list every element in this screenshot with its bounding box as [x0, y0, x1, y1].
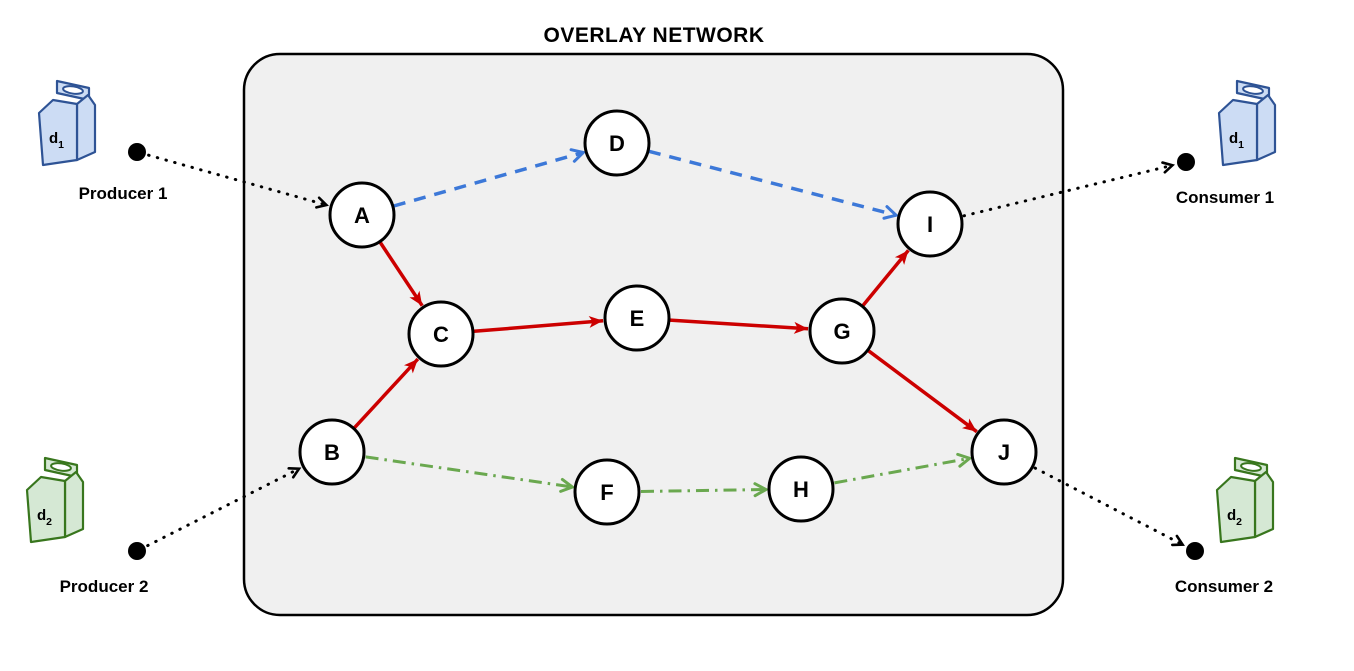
node-F: F — [573, 458, 641, 526]
carton-side-face — [63, 470, 85, 539]
producer2-carton-icon: d2 — [25, 456, 85, 544]
consumer1-label: Consumer 1 — [1176, 188, 1274, 207]
edge-B-F — [365, 455, 576, 493]
consumer2-label: Consumer 2 — [1175, 577, 1273, 596]
node-J-circle — [970, 418, 1038, 486]
node-E-circle — [603, 284, 671, 352]
node-F-label: F — [600, 480, 613, 505]
node-A: A — [328, 181, 396, 249]
p2-stream-dot — [128, 542, 146, 560]
carton-side-face — [1253, 470, 1275, 539]
node-H-label: H — [793, 477, 809, 502]
node-G: G — [808, 297, 876, 365]
node-C: C — [407, 300, 475, 368]
edge-D-I — [648, 149, 900, 220]
consumer1-data-label: d1 — [1229, 130, 1244, 151]
node-H: H — [767, 455, 835, 523]
node-G-circle — [808, 297, 876, 365]
edge-B-C — [353, 357, 420, 429]
node-I-label: I — [927, 212, 933, 237]
edge-G-I — [861, 249, 910, 307]
node-F-circle — [573, 458, 641, 526]
carton-front-face — [1217, 98, 1259, 167]
nodes-layer: A B C D E F G H I J — [298, 109, 1038, 526]
edge-p1-A — [147, 153, 329, 209]
edge-J-c2 — [1033, 466, 1185, 547]
carton-front-face — [25, 475, 67, 544]
node-A-circle — [328, 181, 396, 249]
node-D: D — [583, 109, 651, 177]
edge-C-E — [473, 315, 604, 334]
stream-endpoint-dots — [128, 143, 1204, 560]
edge-I-c1 — [962, 161, 1176, 218]
diagram-title: OVERLAY NETWORK — [543, 24, 764, 47]
node-D-circle — [583, 109, 651, 177]
consumer1-carton-icon: d1 — [1217, 79, 1277, 167]
carton-front-face — [1215, 475, 1257, 544]
producer1-carton-icon: d1 — [37, 79, 97, 167]
carton-handle-hole — [1242, 85, 1264, 95]
carton-front-face — [37, 98, 79, 167]
node-J: J — [970, 418, 1038, 486]
c1-stream-dot — [1177, 153, 1195, 171]
edge-p2-B — [146, 467, 302, 548]
node-E-label: E — [630, 306, 645, 331]
producer1-label: Producer 1 — [79, 184, 168, 203]
consumer2-data-label: d2 — [1227, 507, 1242, 528]
carton-handle-hole — [1240, 462, 1262, 472]
node-A-label: A — [354, 203, 370, 228]
node-D-label: D — [609, 131, 625, 156]
node-B-label: B — [324, 440, 340, 465]
node-E: E — [603, 284, 671, 352]
carton-handle-hole — [50, 462, 72, 472]
producer2-data-label: d2 — [37, 507, 52, 528]
edges-layer — [146, 148, 1185, 548]
carton-side-face — [1255, 93, 1277, 162]
consumer2-carton-icon: d2 — [1215, 456, 1275, 544]
node-C-label: C — [433, 322, 449, 347]
edge-A-C — [378, 241, 424, 307]
node-C-circle — [407, 300, 475, 368]
c2-stream-dot — [1186, 542, 1204, 560]
edge-G-J — [867, 349, 978, 434]
node-B-circle — [298, 418, 366, 486]
node-J-label: J — [998, 440, 1010, 465]
carton-handle-hole — [62, 85, 84, 95]
node-H-circle — [767, 455, 835, 523]
edge-H-J — [834, 452, 973, 485]
edge-E-G — [669, 318, 809, 334]
edge-A-D — [393, 148, 587, 208]
node-I-circle — [896, 190, 964, 258]
producer1-data-label: d1 — [49, 130, 64, 151]
p1-stream-dot — [128, 143, 146, 161]
node-B: B — [298, 418, 366, 486]
node-I: I — [896, 190, 964, 258]
carton-side-face — [75, 93, 97, 162]
edge-F-H — [640, 482, 770, 498]
producer2-label: Producer 2 — [60, 577, 149, 596]
node-G-label: G — [833, 319, 850, 344]
